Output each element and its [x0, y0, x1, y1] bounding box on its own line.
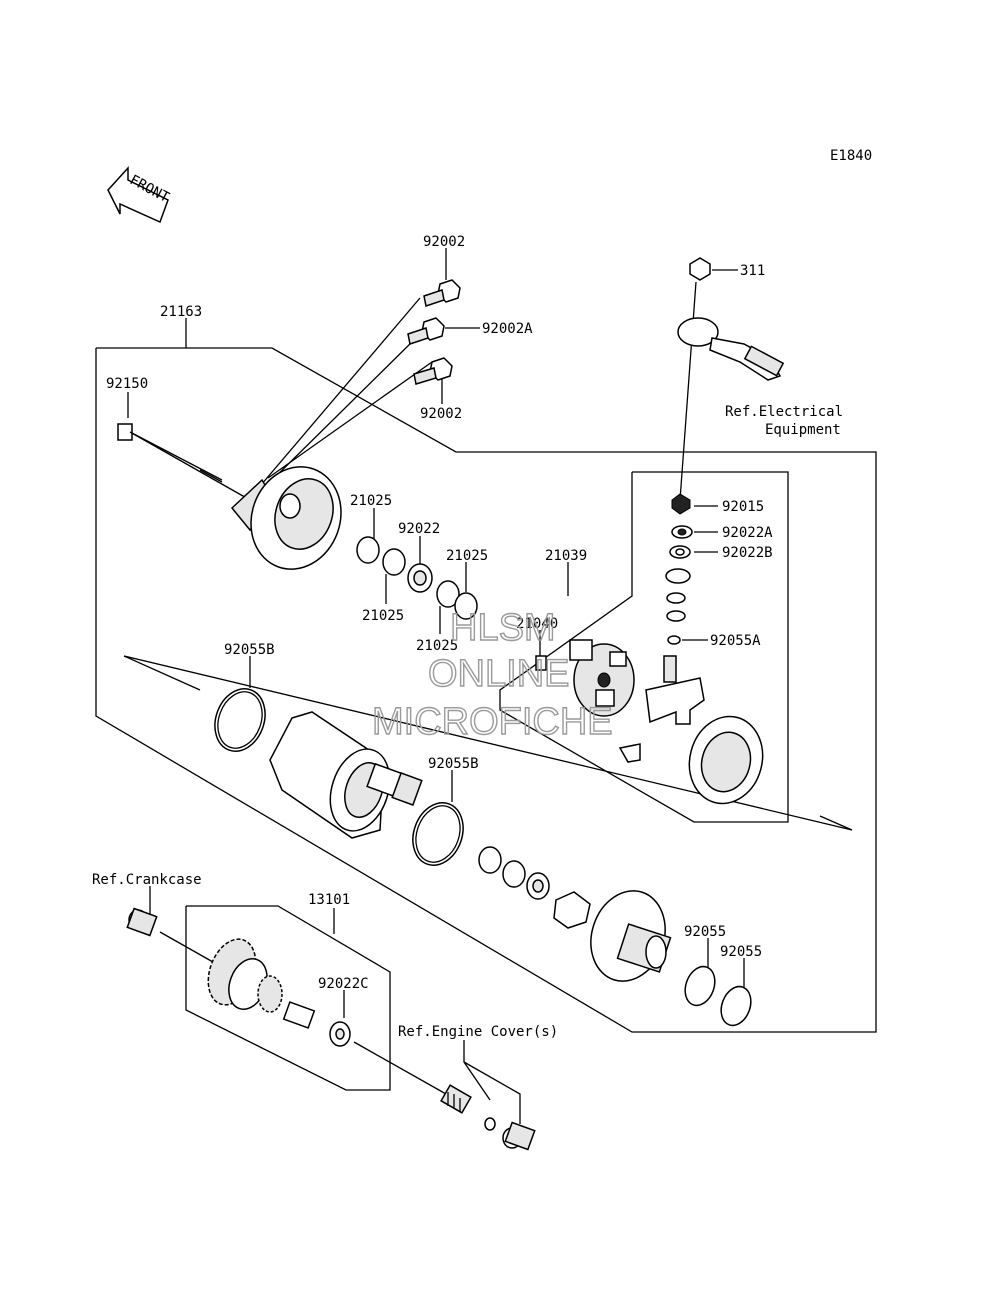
label-92055b-mid: 92055B	[428, 756, 479, 772]
label-92055-a: 92055	[684, 924, 726, 940]
label-311: 311	[740, 263, 765, 279]
label-21025-a: 21025	[350, 493, 392, 509]
label-92022a: 92022A	[722, 525, 773, 541]
bolt-92002-bottom	[413, 357, 453, 385]
label-21025-d: 21025	[416, 638, 458, 654]
label-92022c: 92022C	[318, 976, 369, 992]
watermark-line1: HLSM	[450, 607, 556, 649]
label-21025-b: 21025	[362, 608, 404, 624]
label-13101: 13101	[308, 892, 350, 908]
bolt-guide-line	[267, 361, 433, 479]
label-92055b-left: 92055B	[224, 642, 275, 658]
idler-gear-13101	[207, 938, 316, 1029]
through-bolt-92150	[117, 423, 223, 483]
brush-spring-21040	[535, 655, 547, 671]
label-92002a: 92002A	[482, 321, 533, 337]
rear-cover	[688, 715, 764, 805]
spring	[440, 1084, 472, 1114]
label-92015: 92015	[722, 499, 764, 515]
terminal-bolt	[645, 655, 705, 725]
label-92002-top: 92002	[423, 234, 465, 250]
label-21025-c: 21025	[446, 548, 488, 564]
front-cover-21163	[230, 466, 342, 570]
starter-motor-yoke	[269, 711, 423, 839]
insulator-washers	[665, 568, 691, 622]
label-92022b: 92022B	[722, 545, 773, 561]
label-ref-crankcase: Ref.Crankcase	[92, 872, 202, 888]
washer-21025-a	[356, 536, 380, 564]
label-92150: 92150	[106, 376, 148, 392]
label-92055a: 92055A	[710, 633, 761, 649]
label-ref-electrical-2: Equipment	[765, 422, 841, 438]
bolt-92002a	[407, 317, 445, 345]
label-92022: 92022	[398, 521, 440, 537]
starter-cable-terminal	[677, 317, 785, 381]
o-ring-92055a	[667, 635, 681, 645]
front-arrow-icon: FRONT	[107, 166, 172, 224]
brush-holder-21039	[569, 639, 635, 717]
o-ring-92055-b	[720, 985, 752, 1027]
o-ring-92055b-left	[214, 688, 266, 752]
label-92002-bottom: 92002	[420, 406, 462, 422]
diagram-code: E1840	[830, 148, 872, 164]
nut-92015	[671, 493, 691, 515]
washer-21025-d	[454, 592, 478, 620]
crankcase-bushing	[126, 907, 158, 937]
label-21163: 21163	[160, 304, 202, 320]
o-ring-92055b-mid	[412, 802, 464, 866]
watermark-line3: MICROFICHE	[372, 701, 613, 743]
washer-21025-b	[382, 548, 406, 576]
label-ref-electrical-1: Ref.Electrical	[725, 404, 843, 420]
nut-311	[689, 257, 711, 281]
small-washer	[484, 1117, 496, 1131]
label-92055-b: 92055	[720, 944, 762, 960]
shim-washers	[478, 846, 591, 929]
assembly-bracket-lines	[95, 281, 877, 1091]
washer-92022c	[329, 1021, 351, 1047]
watermark-line2: ONLINE	[428, 653, 569, 695]
watermark: HLSM ONLINE MICROFICHE	[371, 606, 613, 743]
front-housing	[590, 890, 672, 982]
washer-21025-c	[436, 580, 460, 608]
washer-92022b	[669, 545, 691, 559]
engine-cover-bushing	[502, 1121, 536, 1151]
label-ref-engine-cover: Ref.Engine Cover(s)	[398, 1024, 558, 1040]
o-ring-92055-a	[684, 965, 716, 1007]
washer-92022a	[671, 525, 693, 539]
bolt-92002-top	[423, 279, 461, 307]
label-21039: 21039	[545, 548, 587, 564]
washer-92022	[407, 563, 433, 593]
label-21040: 21040	[516, 616, 558, 632]
brush-plate-clips	[618, 743, 641, 763]
